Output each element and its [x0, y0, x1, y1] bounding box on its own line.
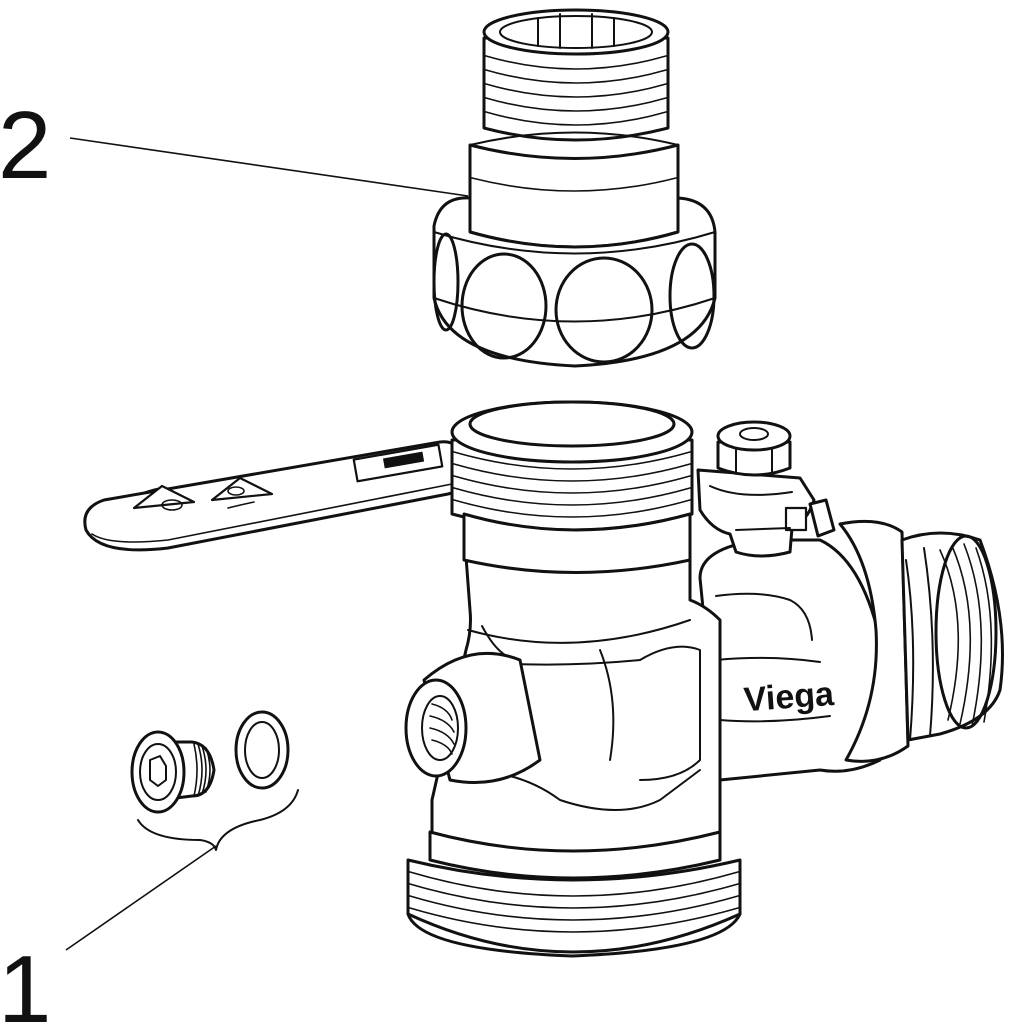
leader-line-1 [65, 845, 217, 951]
ball-valve-side-body: Viega [698, 538, 890, 782]
valve-outlet-threaded-nipple [838, 519, 1004, 763]
tee-top-threaded-end [450, 400, 694, 532]
adapter-threaded-spigot [482, 8, 670, 142]
svg-text:Viega: Viega [743, 675, 837, 719]
stem-hex-nut [716, 420, 792, 477]
hex-socket-plug [130, 730, 216, 814]
brand-label-viega: Viega [743, 675, 837, 719]
ball-valve-lever-handle [83, 440, 467, 552]
part-1-bracket [137, 789, 299, 851]
callout-2: 2 [0, 92, 469, 199]
tee-bottom-threaded-end [406, 830, 742, 958]
callout-1: 1 [0, 845, 217, 1024]
lever-warning-triangle-icon [132, 484, 196, 511]
part-1-plug-and-seal [130, 710, 299, 851]
tee-side-port-internal-thread [404, 651, 542, 784]
sealing-ring [234, 710, 290, 790]
svg-text:2: 2 [0, 92, 51, 199]
tee-main-body [404, 400, 742, 958]
leader-line-2 [69, 137, 469, 197]
lever-warning-triangle-icon [210, 476, 274, 509]
union-nut [432, 196, 717, 368]
part-2-adapter-union-nut [432, 8, 717, 368]
svg-text:1: 1 [0, 936, 51, 1024]
valve-stem-bracket [696, 468, 836, 558]
adapter-collar [468, 131, 680, 249]
lever-marking-decal [352, 443, 444, 483]
